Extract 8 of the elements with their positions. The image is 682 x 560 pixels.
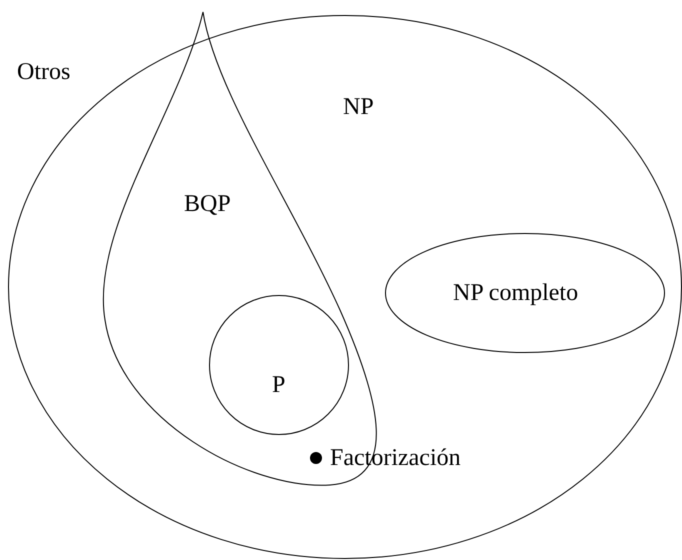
set-label: NP bbox=[343, 95, 374, 119]
np-set-ellipse bbox=[8, 15, 682, 559]
set-label: NP completo bbox=[453, 281, 578, 305]
np-complete-ellipse bbox=[385, 233, 665, 353]
p-set-circle bbox=[209, 295, 349, 435]
set-label: P bbox=[272, 373, 286, 397]
region-label: Otros bbox=[17, 60, 70, 84]
set-label: BQP bbox=[184, 192, 231, 216]
